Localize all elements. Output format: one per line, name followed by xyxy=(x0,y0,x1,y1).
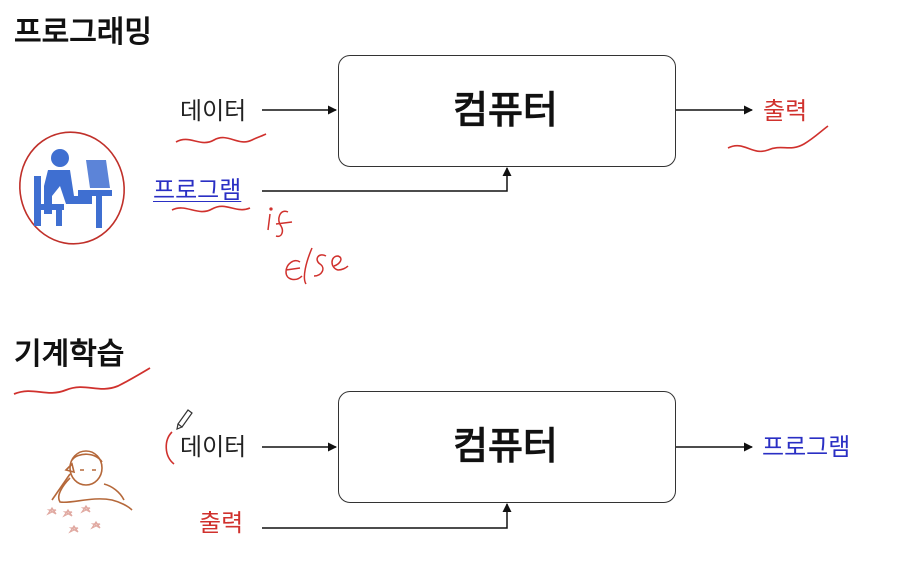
person-writing-icon xyxy=(51,450,133,511)
arrow-output-to-computer xyxy=(262,503,512,529)
section-title-programming: 프로그래밍 xyxy=(14,15,152,50)
input-program-label: 프로그램 xyxy=(153,176,242,204)
arrow-program-to-computer xyxy=(262,167,512,192)
pencil-cursor-icon xyxy=(176,409,193,430)
computer-box-top-label: 컴퓨터 xyxy=(453,88,558,132)
handwriting-else xyxy=(285,247,349,285)
squiggle-under-output-top xyxy=(727,125,829,153)
person-at-computer-icon xyxy=(34,149,112,228)
bracket-near-data-bottom xyxy=(165,431,175,465)
circle-around-icon xyxy=(19,131,125,245)
computer-box-top xyxy=(338,55,676,167)
computer-box-bottom-label: 컴퓨터 xyxy=(453,424,558,468)
scribble-stars xyxy=(46,504,101,534)
squiggle-under-data-top xyxy=(175,133,267,144)
input-data-label-bottom: 데이터 xyxy=(180,433,247,461)
output-label-top: 출력 xyxy=(763,97,808,125)
handwriting-if xyxy=(267,207,293,238)
input-data-label-top: 데이터 xyxy=(180,97,247,125)
squiggle-under-section-title xyxy=(13,367,151,395)
section-title-machine-learning: 기계학습 xyxy=(14,337,125,372)
squiggle-under-program xyxy=(171,205,251,213)
output-label-bottom: 프로그램 xyxy=(762,433,851,461)
input-output-label: 출력 xyxy=(199,509,244,537)
computer-box-bottom xyxy=(338,391,676,503)
